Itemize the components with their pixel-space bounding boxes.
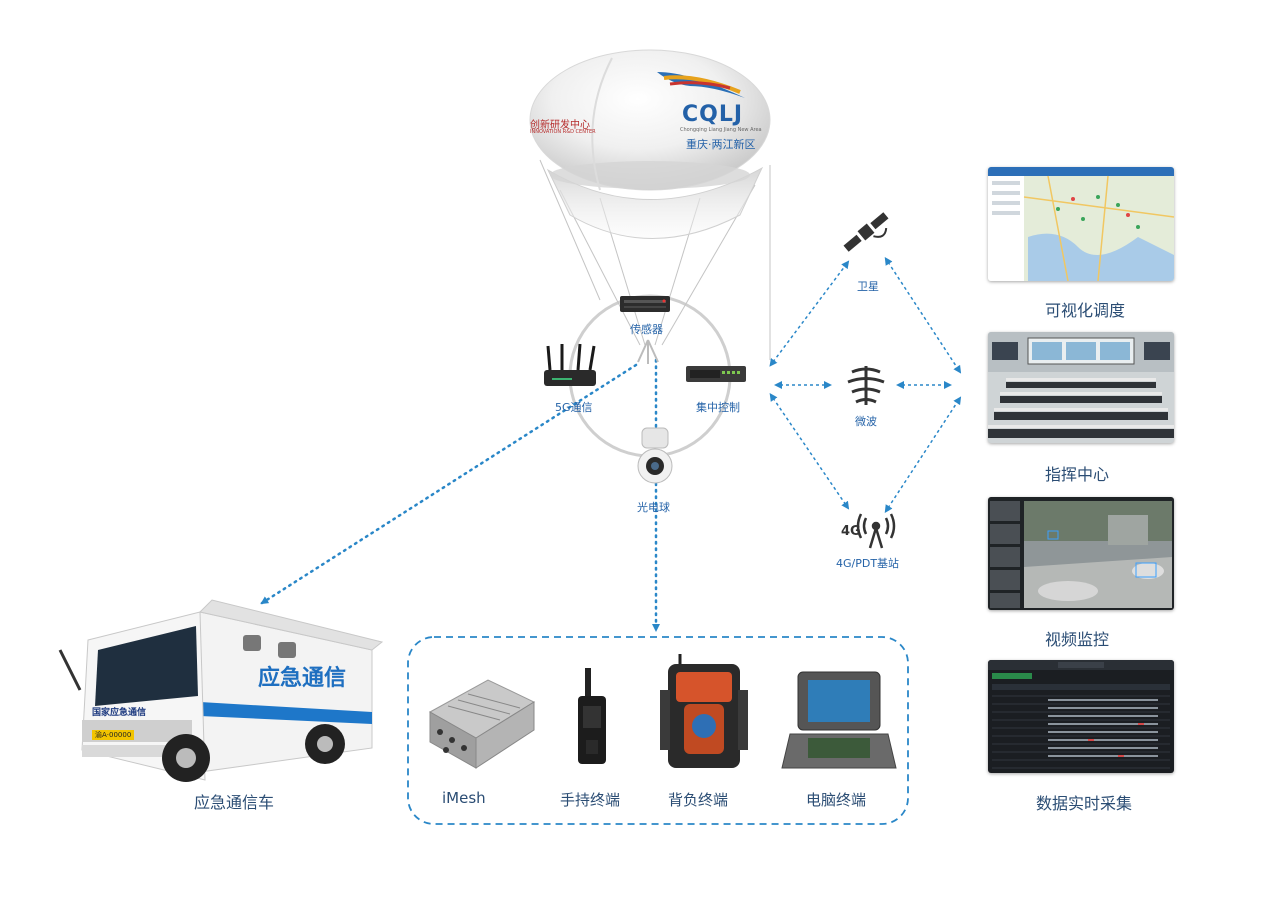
balloon-brand: CQLJ (682, 102, 744, 127)
laptop-label: 电脑终端 (806, 791, 867, 809)
link-control-basestation (769, 393, 850, 510)
handheld-label: 手持终端 (560, 791, 621, 809)
command-center-label: 指挥中心 (1045, 465, 1110, 484)
microwave-label: 微波 (855, 415, 877, 428)
central-control-icon (686, 366, 746, 382)
imesh-device-icon (428, 679, 536, 769)
base-station-label: 4G/PDT基站 (836, 557, 900, 570)
link-basestation-center (884, 396, 962, 514)
command-center-photo (988, 332, 1174, 443)
central-control-label: 集中控制 (696, 401, 740, 414)
cqlj-logo-icon (657, 72, 745, 98)
handheld-radio-icon (578, 668, 606, 764)
router-5g-icon (544, 343, 596, 386)
link-control-satellite (769, 260, 850, 367)
balloon-side-text: 创新研发中心 (530, 120, 590, 131)
video-monitoring-label: 视频监控 (1045, 630, 1110, 649)
sensor-device-icon (620, 296, 670, 312)
antenna-mount-icon (637, 339, 659, 364)
dispatch-map-screenshot (988, 167, 1174, 281)
balloon-brand-sub: Chongqing Liang Jiang New Area (680, 127, 762, 133)
visual-dispatch-label: 可视化调度 (1045, 301, 1126, 320)
comm-5g-label: 5G通信 (555, 401, 593, 414)
base-station-glyph: 4G (841, 524, 861, 539)
camera-ball-icon (637, 427, 673, 484)
camera-label: 光电球 (637, 501, 670, 514)
video-monitoring-screenshot (988, 497, 1174, 610)
microwave-icon (847, 366, 885, 405)
vehicle-label: 应急通信车 (194, 793, 275, 812)
data-collection-screenshot (988, 660, 1174, 773)
satellite-icon (843, 212, 889, 252)
balloon-side-sub: INNOVATION R&D CENTER (530, 129, 596, 135)
link-5g-vehicle (260, 363, 638, 605)
backpack-terminal-icon (660, 654, 748, 768)
balloon-region: 重庆·两江新区 (686, 138, 756, 151)
rugged-laptop-icon (781, 671, 897, 769)
link-satellite-center (884, 256, 962, 374)
vehicle-body-text: 应急通信 (258, 666, 347, 691)
vehicle-plate: 渝A·00000 (92, 730, 135, 740)
base-station-icon (856, 513, 896, 549)
data-collection-label: 数据实时采集 (1036, 794, 1133, 813)
backpack-label: 背负终端 (668, 791, 729, 809)
vehicle-door-text: 国家应急通信 (92, 708, 147, 718)
satellite-label: 卫星 (857, 280, 879, 293)
sensor-label: 传感器 (630, 323, 663, 336)
balloon-skirt (546, 166, 764, 239)
imesh-label: iMesh (442, 789, 486, 807)
terminal-group-border (407, 636, 909, 825)
